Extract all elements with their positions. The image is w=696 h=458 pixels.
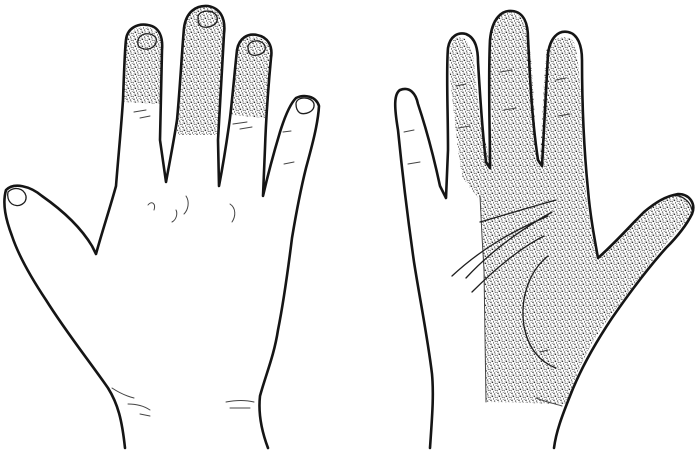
left-hand-dorsal xyxy=(4,6,319,448)
left-hand-outline xyxy=(4,6,319,448)
left-thumb-nail xyxy=(8,189,26,206)
right-palm-stipple xyxy=(449,12,692,404)
left-hand-stippled-fingers xyxy=(124,7,270,135)
right-hand-palm xyxy=(395,11,693,448)
left-little-nail xyxy=(296,98,314,114)
